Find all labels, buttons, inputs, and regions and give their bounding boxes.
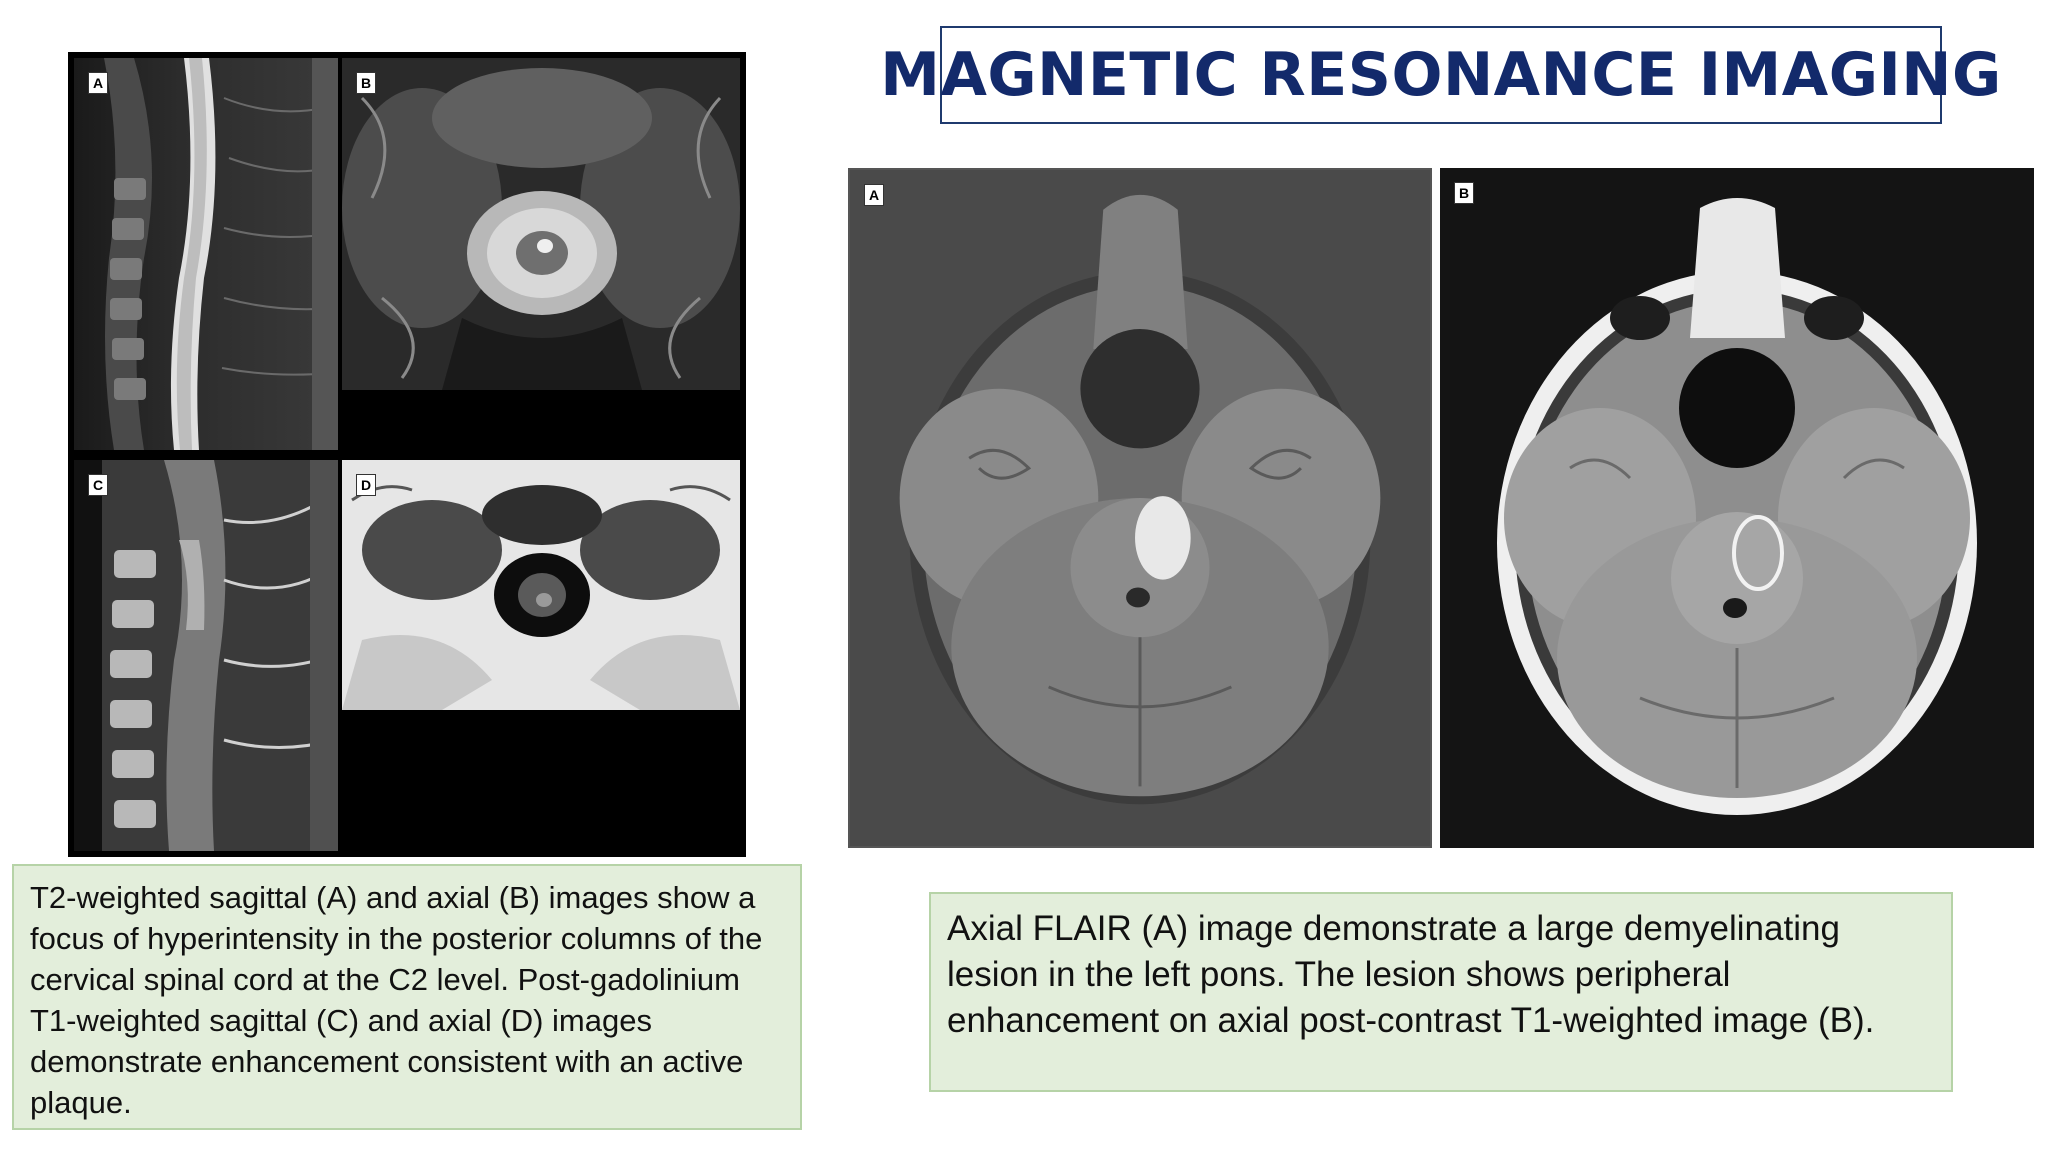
- sagittal-t1-postgad-cervical-spine-mri: [74, 460, 338, 851]
- axial-t2-cervical-spine-mri: [342, 58, 740, 390]
- brain-mri-panel-a: A: [848, 168, 1432, 848]
- spine-mri-panel-c: C: [74, 460, 338, 851]
- panel-label: A: [864, 184, 884, 206]
- brain-mri-panel-b: B: [1440, 168, 2034, 848]
- panel-label: D: [356, 474, 376, 496]
- slide-title-box: MAGNETIC RESONANCE IMAGING: [880, 26, 2001, 124]
- spine-mri-panel-b: B: [342, 58, 740, 390]
- axial-flair-brain-mri: [850, 170, 1430, 846]
- spine-mri-figure: A B: [68, 52, 746, 857]
- spine-mri-panel-a: A: [74, 58, 338, 450]
- axial-t1-postgad-cervical-spine-mri: [342, 460, 740, 710]
- spine-mri-panel-d: D: [342, 460, 740, 710]
- panel-label: C: [88, 474, 108, 496]
- brain-mri-caption: Axial FLAIR (A) image demonstrate a larg…: [929, 892, 1953, 1092]
- sagittal-t2-cervical-spine-mri: [74, 58, 338, 450]
- slide-title: MAGNETIC RESONANCE IMAGING: [880, 40, 2002, 110]
- spine-mri-caption: T2-weighted sagittal (A) and axial (B) i…: [12, 864, 802, 1130]
- panel-label: B: [356, 72, 376, 94]
- axial-t1-postcontrast-brain-mri: [1440, 168, 2034, 848]
- panel-label: A: [88, 72, 108, 94]
- panel-label: B: [1454, 182, 1474, 204]
